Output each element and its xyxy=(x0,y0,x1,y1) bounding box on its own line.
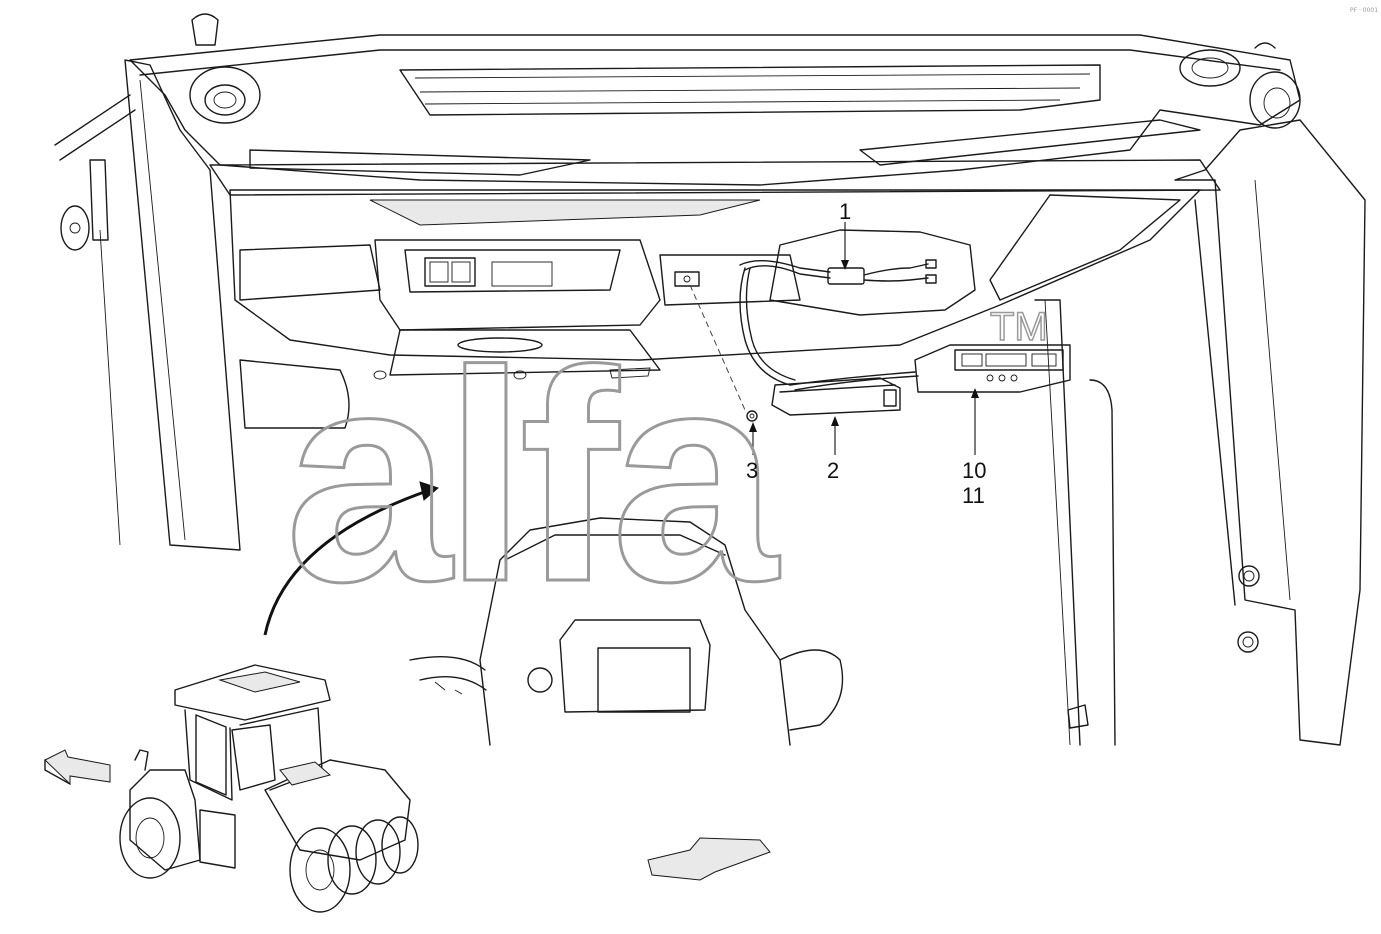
cab-pillar-left xyxy=(54,59,241,551)
door-hinge xyxy=(60,159,109,251)
roller-machine-thumbnail xyxy=(119,664,419,913)
headliner xyxy=(229,189,1201,361)
work-lamp-right xyxy=(1179,49,1241,87)
rearview-mirror xyxy=(239,329,661,429)
door-frame-right xyxy=(1034,299,1116,746)
cab-pillar-right xyxy=(1174,119,1366,746)
operator-seat xyxy=(409,517,844,746)
watermark-trademark: TM xyxy=(990,305,1048,349)
callout-3: 3 xyxy=(746,458,758,483)
watermark: alfa TM xyxy=(284,304,1049,645)
work-lamp-right-rear xyxy=(1249,71,1301,129)
callout-2: 2 xyxy=(827,458,839,483)
callout-11: 11 xyxy=(962,483,985,508)
leader-lines xyxy=(749,222,979,455)
overhead-console xyxy=(239,239,801,331)
item-3-fastener xyxy=(689,284,758,422)
direction-arrow-bottom xyxy=(647,837,771,881)
item-1-connector xyxy=(739,229,976,386)
cab-roof-frame xyxy=(129,13,1301,196)
callout-10: 10 xyxy=(962,458,986,483)
work-lamp-left xyxy=(189,66,261,124)
watermark-text: alfa xyxy=(285,308,780,644)
direction-arrow-left xyxy=(44,749,111,786)
reference-arrow xyxy=(263,481,439,636)
corner-mark: PF · 0001 xyxy=(1350,7,1378,14)
item-2-control-box xyxy=(771,371,919,416)
callout-1: 1 xyxy=(839,199,851,224)
item-10-11-radio-unit xyxy=(914,344,1071,393)
